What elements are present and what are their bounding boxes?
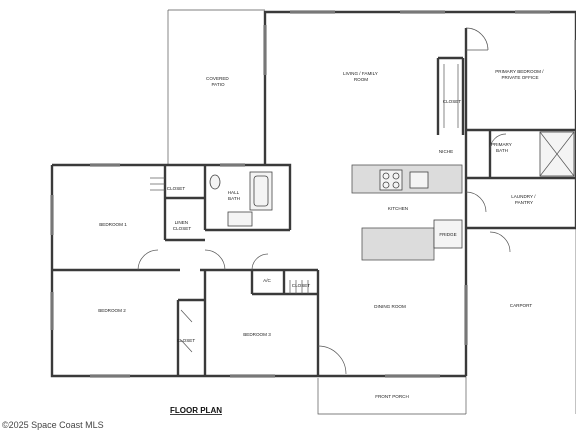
label-primary-bath: PRIMARY BATH: [491, 142, 513, 153]
label-closet-bedroom3: CLOSET: [292, 283, 311, 288]
label-bedroom3: BEDROOM 3: [243, 332, 271, 337]
label-bedroom2: BEDROOM 2: [98, 308, 126, 313]
label-primary-bedroom: PRIMARY BEDROOM / PRIVATE OFFICE: [495, 69, 545, 80]
room-labels: COVERED PATIO LIVING / FAMILY ROOM PRIMA…: [98, 69, 545, 399]
plan-title: FLOOR PLAN: [170, 406, 222, 415]
label-front-porch: FRONT PORCH: [375, 394, 409, 399]
label-fridge: FRIDGE: [439, 232, 456, 237]
closet-shelving: [150, 64, 459, 353]
label-primary-closet: CLOSET: [443, 99, 462, 104]
label-hall-bath: HALL BATH: [228, 190, 241, 201]
label-laundry-pantry: LAUNDRY / PANTRY: [511, 194, 537, 205]
label-kitchen: KITCHEN: [388, 206, 408, 211]
label-bedroom1: BEDROOM 1: [99, 222, 127, 227]
label-closet-bedroom2: CLOSET: [177, 338, 196, 343]
label-dining-room: DINING ROOM: [374, 304, 406, 309]
label-ac: A/C: [263, 278, 271, 283]
label-niche: NICHE: [439, 149, 453, 154]
label-linen-closet: LINEN CLOSET: [173, 220, 192, 231]
label-covered-patio: COVERED PATIO: [206, 76, 230, 87]
door-swings: [137, 27, 511, 375]
kitchen-counters: [351, 164, 463, 261]
walls: [50, 10, 576, 378]
label-carport: CARPORT: [510, 303, 533, 308]
label-closet-bedroom1: CLOSET: [167, 186, 186, 191]
copyright-watermark: ©2025 Space Coast MLS: [2, 420, 104, 430]
fixtures: [209, 131, 575, 227]
label-living-family-room: LIVING / FAMILY ROOM: [343, 71, 379, 82]
windows: [50, 10, 576, 378]
